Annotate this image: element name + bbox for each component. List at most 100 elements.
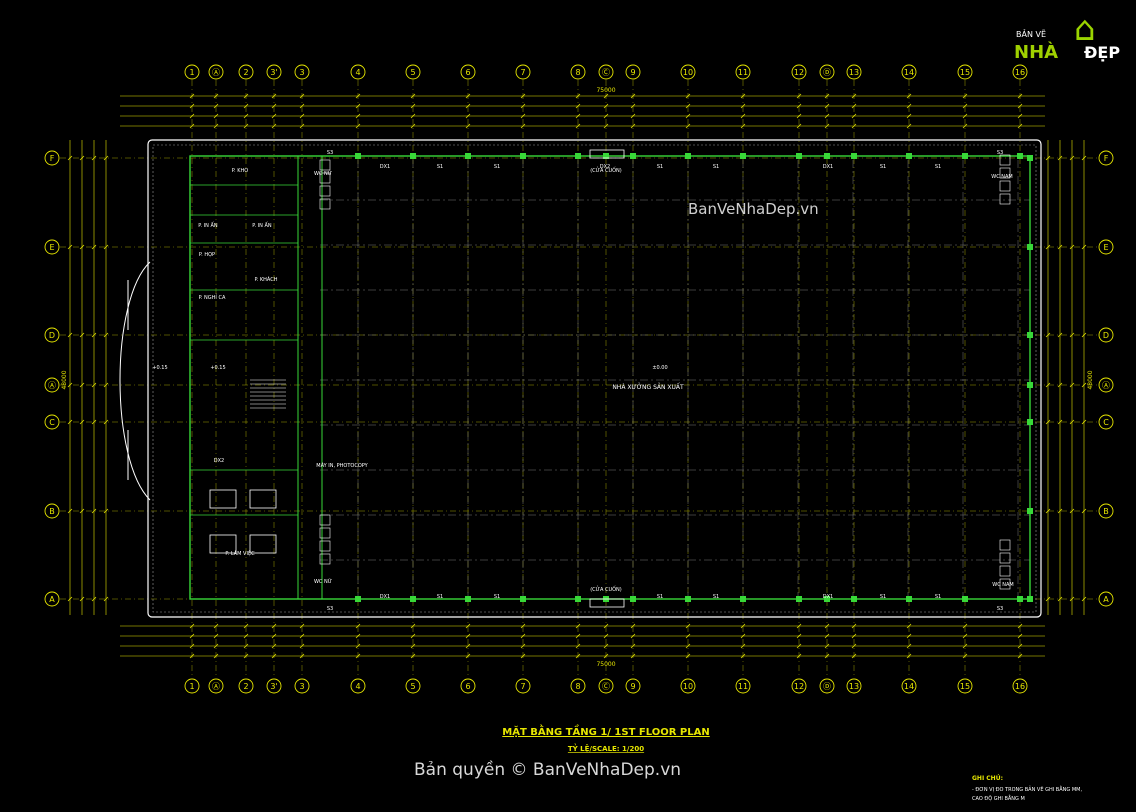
axis-label-x: 9	[630, 682, 635, 691]
dim-tick	[271, 93, 277, 99]
door-label-s1: S1	[935, 164, 941, 170]
dim-tick	[520, 653, 526, 659]
axis-label-x: Ⓓ	[823, 68, 831, 77]
axis-label-x: 3'	[270, 68, 277, 77]
dim-tick	[575, 113, 581, 119]
column	[685, 153, 691, 159]
door-label-s1: S1	[880, 164, 886, 170]
dim-tick	[103, 508, 109, 514]
axis-label-y: Ⓐ	[1102, 381, 1110, 390]
dim-tick	[630, 93, 636, 99]
dim-tick	[906, 623, 912, 629]
dim-tick	[355, 123, 361, 129]
door-label-dx1: DX1	[823, 164, 833, 170]
axis-bubble-x	[294, 678, 310, 694]
axis-bubble-x	[208, 678, 224, 694]
dim-tick	[575, 653, 581, 659]
axis-label-x: 2	[243, 68, 248, 77]
axis-label-x: 6	[465, 682, 470, 691]
dim-tick	[189, 633, 195, 639]
dim-tick	[520, 633, 526, 639]
axis-bubble-x	[515, 678, 531, 694]
axis-bubble-x	[791, 678, 807, 694]
axis-label-x: Ⓐ	[212, 682, 220, 691]
dim-tick	[685, 113, 691, 119]
wc-fixture	[319, 527, 331, 539]
dim-tick	[1017, 633, 1023, 639]
axis-bubble-x	[266, 64, 282, 80]
dim-tick	[824, 113, 830, 119]
dim-tick	[213, 93, 219, 99]
axis-bubble-x	[791, 64, 807, 80]
door-label-elev_left1: +0.15	[152, 365, 167, 371]
dim-tick	[906, 633, 912, 639]
dim-tick	[465, 633, 471, 639]
dim-tick	[906, 653, 912, 659]
door-label-s1: S1	[494, 594, 500, 600]
dim-tick	[796, 653, 802, 659]
axis-label-x: 14	[904, 682, 914, 691]
desk	[249, 489, 277, 509]
plan-title: MẶT BẰNG TẦNG 1/ 1ST FLOOR PLAN	[502, 723, 709, 738]
dim-tick	[603, 633, 609, 639]
logo-nha-text: NHÀ	[1014, 42, 1059, 63]
room-label-p_lam_viec: P. LÀM VIỆC	[225, 549, 255, 557]
axis-bubble-y	[1098, 377, 1114, 393]
dim-tick	[67, 508, 73, 514]
axis-label-x: 3'	[270, 682, 277, 691]
door-label-cua_cuon_top: (CỬA CUỐN)	[590, 166, 622, 174]
dim-tick	[603, 93, 609, 99]
outer-wall	[147, 139, 1042, 618]
dim-tick	[603, 643, 609, 649]
room-label-wc_nam1: WC NAM	[991, 174, 1013, 180]
axis-bubble-x	[598, 678, 614, 694]
door-label-s1: S1	[657, 164, 663, 170]
axis-label-y: E	[1103, 243, 1108, 252]
dim-tick	[824, 123, 830, 129]
axis-bubble-x	[570, 678, 586, 694]
dim-tick	[1069, 244, 1075, 250]
column	[355, 596, 361, 602]
dim-tick	[796, 113, 802, 119]
dim-tick	[410, 103, 416, 109]
dim-tick	[103, 244, 109, 250]
dim-tick	[906, 103, 912, 109]
dim-tick	[630, 653, 636, 659]
axis-bubble-x	[208, 64, 224, 80]
house-icon: ⌂	[1074, 9, 1096, 49]
dim-tick	[410, 643, 416, 649]
axis-bubble-y	[1098, 239, 1114, 255]
axis-label-x: 12	[794, 68, 804, 77]
column	[851, 153, 857, 159]
dim-tick	[410, 623, 416, 629]
dim-tick	[213, 653, 219, 659]
dim-tick	[1017, 113, 1023, 119]
dim-tick	[103, 596, 109, 602]
door-label-dx2: DX2	[214, 458, 224, 464]
roller-door-bottom	[589, 598, 625, 608]
dim-tick	[630, 643, 636, 649]
dim-tick	[1057, 596, 1063, 602]
roller-door-top	[589, 149, 625, 159]
building-walls	[119, 139, 1042, 618]
room-label-wc_nu1: WC NỮ	[314, 170, 332, 177]
door-label-s3: S3	[327, 150, 333, 156]
dim-tick	[91, 382, 97, 388]
door-label-dx2: DX2	[600, 164, 610, 170]
dim-tick	[603, 123, 609, 129]
dim-tick	[271, 643, 277, 649]
wc-fixture	[999, 180, 1011, 192]
dim-tick	[962, 623, 968, 629]
dim-tick	[1017, 93, 1023, 99]
dim-tick	[79, 596, 85, 602]
dim-tick	[962, 123, 968, 129]
door-label-s3: S3	[327, 606, 333, 612]
dim-tick	[630, 103, 636, 109]
dim-tick	[243, 113, 249, 119]
axis-bubble-x	[184, 64, 200, 80]
dim-tick	[79, 508, 85, 514]
total-dim-y: 48000	[61, 370, 68, 389]
dim-tick	[685, 123, 691, 129]
dim-tick	[603, 103, 609, 109]
wc-fixture	[319, 553, 331, 565]
